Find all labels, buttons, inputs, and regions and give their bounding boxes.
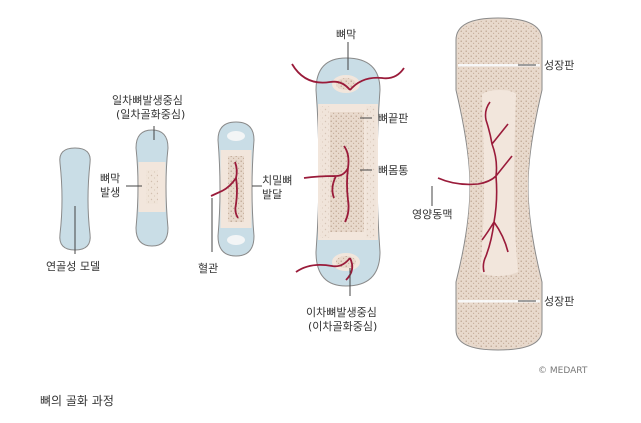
- vascular-stage-vessel: [210, 161, 239, 219]
- stage-primary-center: [135, 129, 169, 247]
- mature-bone-top-epiphysis: [458, 20, 540, 64]
- diagram-labels: 연골성 모델 일차뼈발생중심 (일차골화중심) 뼈막 발생 혈관 치밀뼈 발달 …: [46, 28, 588, 376]
- label-epiphysis: 뼈끝판: [378, 112, 408, 125]
- label-primary-center-sub: (일차골화중심): [116, 107, 185, 121]
- mature-bone-bottom-epiphysis: [458, 302, 540, 348]
- cartilage-model-shape: [59, 147, 91, 251]
- leader-lines: [74, 42, 536, 302]
- label-diaphysis: 뼈몸통: [378, 164, 408, 177]
- stage-cartilage-model: [59, 147, 91, 251]
- label-periosteum-bone-line2: 발생: [100, 186, 120, 199]
- label-secondary-center: 이차뼈발생중심: [306, 306, 377, 319]
- label-cartilage-model: 연골성 모델: [46, 260, 100, 273]
- secondary-stage-bottom-vessel: [295, 257, 354, 281]
- growth-plate-bottom-line: [458, 300, 540, 303]
- stage-mature-bone: [437, 17, 543, 351]
- label-periosteum: 뼈막: [336, 28, 356, 41]
- figure-caption: 뼈의 골화 과정: [40, 394, 114, 408]
- credit-medart: © MEDART: [538, 366, 588, 376]
- secondary-stage-shaft-vessel: [303, 145, 350, 223]
- label-growth-plate-top: 성장판: [544, 59, 574, 72]
- growth-plate-top-line: [458, 64, 540, 67]
- label-primary-center: 일차뼈발생중심: [112, 93, 183, 107]
- stage-vascular-invasion: [210, 121, 255, 257]
- stage-secondary-center: [291, 57, 405, 287]
- label-growth-plate-bottom: 성장판: [544, 295, 574, 308]
- label-blood-vessel: 혈관: [198, 261, 218, 275]
- label-nutrient-artery: 영양동맥: [412, 208, 452, 221]
- label-periosteum-bone-line1: 뼈막: [100, 172, 120, 185]
- label-compact-bone-line2: 발달: [262, 188, 282, 201]
- label-compact-bone-line1: 치밀뼈: [262, 174, 292, 187]
- label-secondary-center-sub: (이차골화중심): [308, 320, 377, 333]
- mature-bone-nutrient-artery: [437, 101, 513, 273]
- secondary-stage-top-vessel: [291, 63, 405, 91]
